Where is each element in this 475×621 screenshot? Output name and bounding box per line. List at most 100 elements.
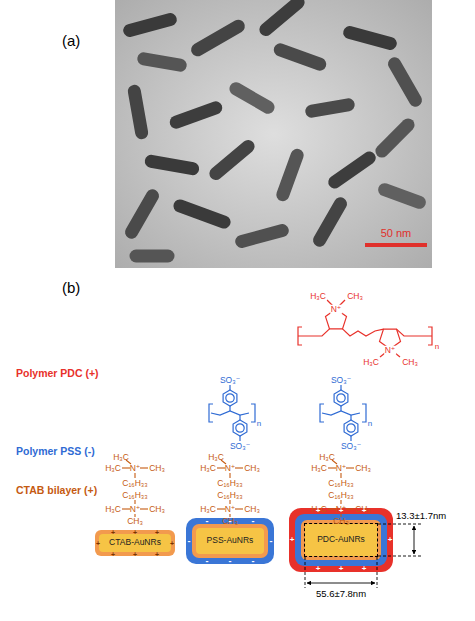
nanorod [207,137,257,182]
dimension-extension [378,524,422,525]
bond-line [380,349,390,357]
chem-group: H₃C [105,464,121,473]
nanorod [227,80,277,116]
backbone-chain [298,329,330,336]
chem-group: N⁺ [225,464,236,473]
repeat-bracket [428,327,432,345]
nanorod [257,0,307,39]
chem-group: C₁₆H₃₃ [217,491,243,500]
dimension-arrow [307,583,375,584]
chem-group: CH₃ [347,292,364,301]
nanorod [274,147,305,203]
nanorod [130,250,175,263]
chem-group: CH₃ [149,464,165,473]
nanorod [234,223,290,250]
repeat-index: n [257,420,261,428]
chem-group: N⁺ [336,464,347,473]
node-text-holder: PSS-AuNRs [186,518,274,564]
chem-group: H₃C [319,453,335,462]
repeat-index: n [435,343,439,351]
chem-group: CH₃ [402,358,419,367]
panel-label: (a) [62,33,80,48]
chem-group: SO₃⁻ [219,376,240,385]
dimension-label: 13.3±1.7nm [396,511,446,521]
polymer-label: Polymer PSS (-) [16,446,95,457]
pdc-structure [298,300,432,357]
pyrrolidinium-ring [380,329,401,349]
chem-group: SO₃⁻ [229,442,250,451]
chem-group: SO₃⁻ [330,376,351,385]
pss-nanorod-box: PSS-AuNRs [186,518,274,564]
node-label: PDC-AuNRs [317,535,365,544]
ctab-structure [217,460,243,517]
pdc-nanorod-box: PDC-AuNRs [289,508,393,572]
repeat-index: n [368,420,372,428]
nanorod [168,99,224,130]
bond-line [336,300,345,309]
chem-group: N⁺ [130,464,141,473]
nanorod [127,84,149,140]
node-label: CTAB-AuNRs [109,538,161,547]
chem-group: H₃C [311,464,327,473]
nanorod [311,195,350,249]
node-text-holder: CTAB-AuNRs [95,530,175,556]
nanorod [342,25,398,52]
dimension-extension [378,556,422,557]
chem-group: N⁺ [225,505,236,514]
pss-structure [209,385,255,441]
nanorod [172,198,233,231]
ctab-structure [122,460,148,517]
chem-group: CH₃ [244,464,260,473]
chem-group: C₁₆H₃₃ [328,479,354,488]
ctab-nanorod-box: CTAB-AuNRs [95,530,175,556]
tem-image [115,0,432,268]
nanorod-group [122,0,428,262]
dimension-extension [305,557,306,588]
chem-group: N⁺ [130,505,141,514]
pyrrolidinium-ring [326,309,347,329]
polymer-label: Polymer PDC (+) [16,368,99,379]
nanorod [326,149,379,191]
chem-group: CH₃ [355,464,371,473]
chem-group: H₃C [113,453,129,462]
dimension-lines [305,524,422,588]
chem-group: H₃C [208,453,224,462]
ctab-structure [328,460,354,517]
chem-group: CH₃ [244,505,260,514]
nanorod [304,97,355,118]
bond-line [327,300,336,309]
chem-group: N⁺ [330,305,342,314]
dimension-arrow [414,526,415,554]
chem-group: N⁺ [384,346,396,355]
chem-group: H₃C [200,505,216,514]
pss-structure [320,385,366,441]
scale-bar [365,243,427,247]
chem-group: H₃C [200,464,216,473]
dimension-label: 55.6±7.8nm [316,589,366,599]
bond-line [390,349,400,357]
chem-group: C₁₆H₃₃ [122,479,148,488]
chem-group: C₁₆H₃₃ [328,491,354,500]
chem-group: C₁₆H₃₃ [217,479,243,488]
repeat-bracket [298,327,302,345]
dimension-extension [377,557,378,588]
panel-label: (b) [62,280,80,295]
nanorod [123,187,162,241]
scale-label: 50 nm [381,228,412,239]
chem-group: SO₃⁻ [340,442,361,451]
tem-background [115,0,432,268]
chem-group: H₃C [105,505,121,514]
nanorod [272,41,328,72]
nanorod [386,55,425,109]
polymer-label: CTAB bilayer (+) [16,485,97,496]
nanorod [373,116,418,161]
nanorod [136,51,187,72]
nanorod [144,154,200,176]
chem-group: CH₃ [149,505,165,514]
node-text-holder: PDC-AuNRs [289,508,393,572]
nanorod [376,181,427,210]
nanorod [122,12,178,39]
backbone-chain [343,329,384,336]
